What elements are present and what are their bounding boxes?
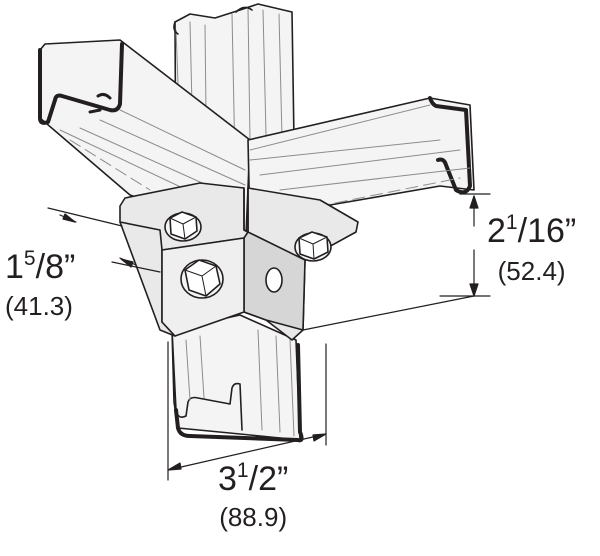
- height-dimension-line: [302, 193, 491, 331]
- width-dimension-line: [167, 341, 327, 481]
- depth-dimension-line: [47, 207, 161, 273]
- vertical-channel-lower: [171, 314, 304, 443]
- height-metric: (52.4): [497, 256, 566, 286]
- bolt-top-left: [164, 211, 202, 242]
- bolt-hole: [265, 267, 283, 293]
- depth-metric: (41.3): [5, 291, 73, 321]
- bolt-top-right: [294, 231, 332, 262]
- height-dimension-label: 21/16” (52.4): [487, 211, 577, 286]
- width-metric: (88.9): [219, 502, 288, 532]
- bolt-front-left: [180, 259, 224, 299]
- width-dimension-label: 31/2” (88.9): [218, 459, 289, 532]
- depth-dimension-label: 15/8” (41.3): [5, 247, 76, 321]
